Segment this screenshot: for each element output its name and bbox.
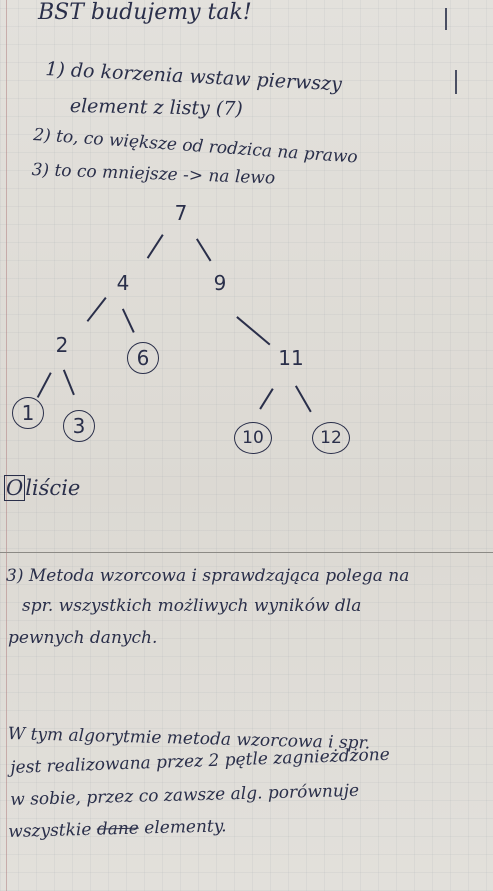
leaf-node-1: 1 [12, 397, 44, 429]
edge-7-9 [196, 238, 212, 262]
node-right: 9 [213, 271, 227, 295]
step-1-line-2: element z listy (7) [69, 95, 243, 121]
margin-line [6, 0, 7, 891]
notes-title: BST budujemy tak! [38, 0, 252, 25]
answer-p1-line3: pewnych danych. [8, 628, 158, 648]
edge-9-11 [236, 316, 271, 346]
answer-p2-line2: jest realizowana przez 2 pętle zagnieżdż… [10, 744, 391, 778]
legend: Oliście [4, 475, 81, 501]
leaf-node-12: 12 [312, 422, 350, 454]
pencil-mark [445, 8, 447, 30]
legend-text: liście [25, 476, 81, 500]
node-root: 7 [174, 201, 188, 225]
edge-4-2 [86, 297, 107, 322]
edge-11-10 [259, 388, 274, 410]
answer-word: wszystkie [8, 819, 92, 842]
pencil-mark [455, 70, 457, 94]
answer-p2-line3: w sobie, przez co zawsze alg. porównuje [10, 780, 360, 810]
edge-7-4 [147, 234, 164, 259]
edge-2-3 [63, 369, 75, 396]
edge-4-6 [122, 308, 135, 333]
answer-word: elementy. [144, 816, 227, 839]
legend-symbol: O [4, 475, 26, 501]
leaf-node-3: 3 [63, 410, 95, 442]
answer-p2-line4: wszystkie dane elementy. [8, 816, 227, 842]
step-3: 3) to co mniejsze -> na lewo [31, 160, 276, 189]
edge-2-1 [37, 372, 52, 398]
section-divider [0, 552, 493, 553]
answer-p1-line2: spr. wszystkich możliwych wyników dla [22, 596, 362, 616]
step-1-line-1: 1) do korzenia wstaw pierwszy [44, 58, 343, 96]
node-left-left: 2 [55, 333, 69, 357]
answer-p1-line1: 3) Metoda wzorcowa i sprawdzająca polega… [6, 566, 410, 586]
leaf-node-10: 10 [234, 422, 272, 454]
node-left: 4 [116, 271, 130, 295]
leaf-node-left-right: 6 [127, 342, 159, 374]
answer-struck-word: dane [96, 818, 140, 840]
edge-11-12 [295, 385, 312, 413]
node-right-right: 11 [278, 346, 304, 370]
